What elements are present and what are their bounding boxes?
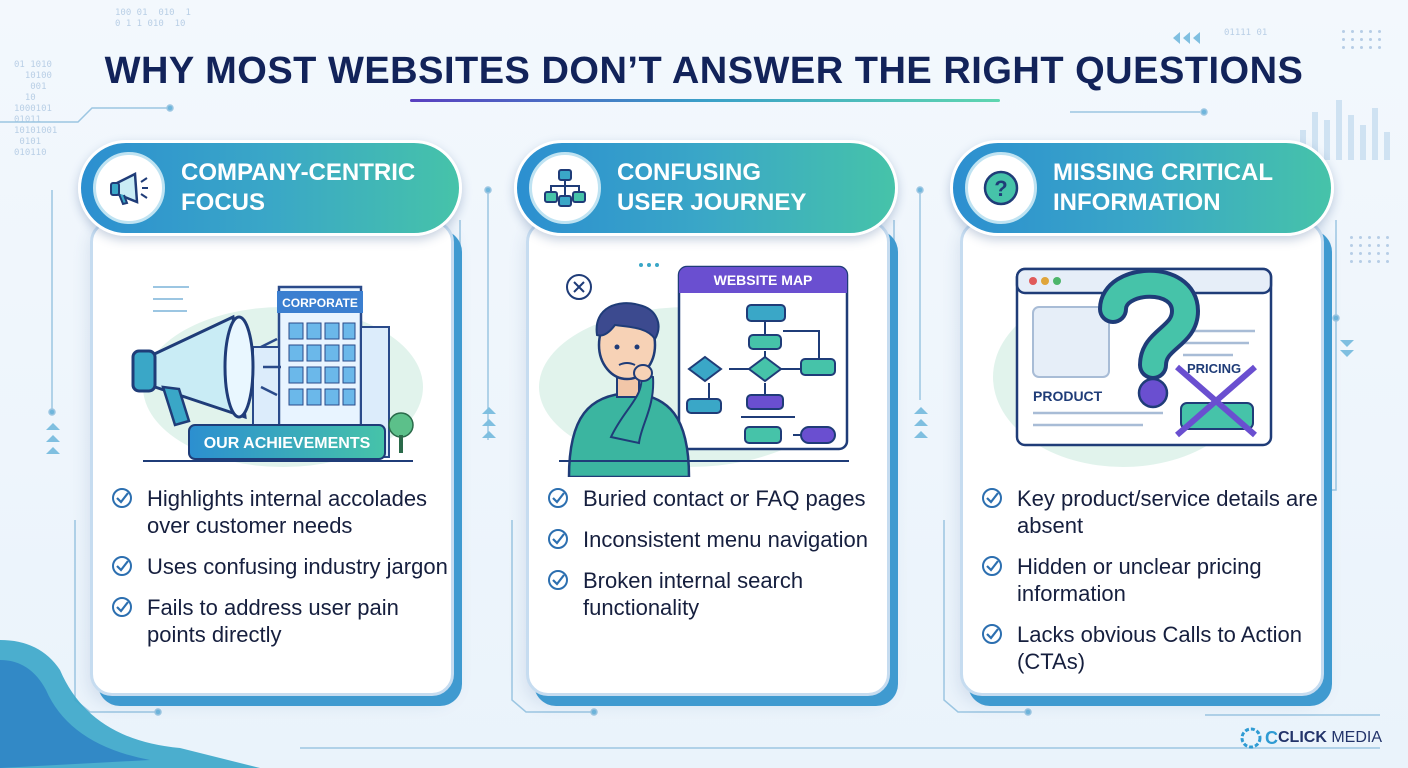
product-label: PRODUCT [1033, 388, 1103, 404]
list-item: Hidden or unclear pricing information [981, 553, 1321, 607]
card-header-missing-information: ? MISSING CRITICAL INFORMATION [950, 140, 1334, 236]
bullet-text: Lacks obvious Calls to Action (CTAs) [1017, 622, 1302, 674]
megaphone-icon [93, 152, 165, 224]
gear-icon [1240, 727, 1262, 749]
bullet-text: Uses confusing industry jargon [147, 554, 448, 579]
card-confusing-journey: WEBSITE MAP [526, 220, 890, 696]
question-mark-graphic [1098, 268, 1201, 409]
check-circle-icon [112, 488, 132, 508]
brand-name-rest: MEDIA [1326, 729, 1382, 746]
illustration-website-map: WEBSITE MAP [539, 263, 849, 477]
dot-grid-right [1350, 236, 1390, 263]
check-circle-icon [112, 556, 132, 576]
confused-person [567, 302, 691, 477]
dot-grid-top-right [1342, 30, 1382, 49]
svg-text:?: ? [994, 176, 1007, 201]
card-company-centric: CORPORATE OUR ACHIEVEME [90, 220, 454, 696]
brand-logo: C CLICK MEDIA [1239, 726, 1382, 750]
list-item: Key product/service details are absent [981, 485, 1321, 539]
page-title: WHY MOST WEBSITES DON’T ANSWER THE RIGHT… [104, 50, 1304, 92]
megaphone-illustration [131, 314, 281, 427]
achievements-banner-label: OUR ACHIEVEMENTS [204, 435, 371, 452]
corporate-sign [277, 291, 363, 313]
bullet-list: Highlights internal accolades over custo… [111, 485, 451, 662]
pricing-label: PRICING [1187, 361, 1241, 376]
flowchart-icon [529, 152, 601, 224]
illustration-missing-info: PRODUCT PRICING [993, 267, 1273, 467]
achievements-banner [188, 424, 386, 460]
card-header-confusing-journey: CONFUSING USER JOURNEY [514, 140, 898, 236]
card-header-company-centric: COMPANY-CENTRIC FOCUS [78, 140, 462, 236]
list-item: Fails to address user pain points direct… [111, 594, 451, 648]
list-item: Uses confusing industry jargon [111, 553, 451, 580]
bullet-text: Hidden or unclear pricing information [1017, 554, 1262, 606]
check-circle-icon [548, 570, 568, 590]
card-missing-information: PRODUCT PRICING Key product/service deta… [960, 220, 1324, 696]
list-item: Buried contact or FAQ pages [547, 485, 887, 512]
bullet-text: Broken internal search functionality [583, 568, 804, 620]
illustration-megaphone-building: CORPORATE OUR ACHIEVEME [131, 285, 423, 467]
card-heading: COMPANY-CENTRIC FOCUS [181, 159, 416, 216]
check-circle-icon [548, 488, 568, 508]
card-heading: CONFUSING USER JOURNEY [617, 159, 807, 216]
brand-name-bold: CLICK [1277, 729, 1327, 746]
list-item: Inconsistent menu navigation [547, 526, 887, 553]
list-item: Lacks obvious Calls to Action (CTAs) [981, 621, 1321, 675]
bullet-text: Key product/service details are absent [1017, 486, 1318, 538]
website-map-title: WEBSITE MAP [714, 272, 813, 288]
binary-pattern-top: 100 01 010 1 0 1 1 010 10 [115, 8, 191, 29]
bullet-list: Buried contact or FAQ pages Inconsistent… [547, 485, 887, 635]
binary-pattern-right: 01111 01 [1224, 28, 1268, 38]
bullet-text: Buried contact or FAQ pages [583, 486, 866, 511]
bullet-text: Inconsistent menu navigation [583, 527, 868, 552]
check-circle-icon [982, 556, 1002, 576]
check-circle-icon [548, 529, 568, 549]
title-underline [410, 99, 1000, 102]
bullet-text: Highlights internal accolades over custo… [147, 486, 428, 538]
bullet-text: Fails to address user pain points direct… [147, 595, 399, 647]
check-circle-icon [982, 624, 1002, 644]
bullet-list: Key product/service details are absent H… [981, 485, 1321, 689]
list-item: Broken internal search functionality [547, 567, 887, 621]
check-circle-icon [112, 597, 132, 617]
corporate-sign-label: CORPORATE [282, 296, 358, 310]
check-circle-icon [982, 488, 1002, 508]
question-mark-icon: ? [965, 152, 1037, 224]
list-item: Highlights internal accolades over custo… [111, 485, 451, 539]
brand-logo-letter: C [1264, 727, 1278, 748]
card-heading: MISSING CRITICAL INFORMATION [1053, 159, 1273, 216]
